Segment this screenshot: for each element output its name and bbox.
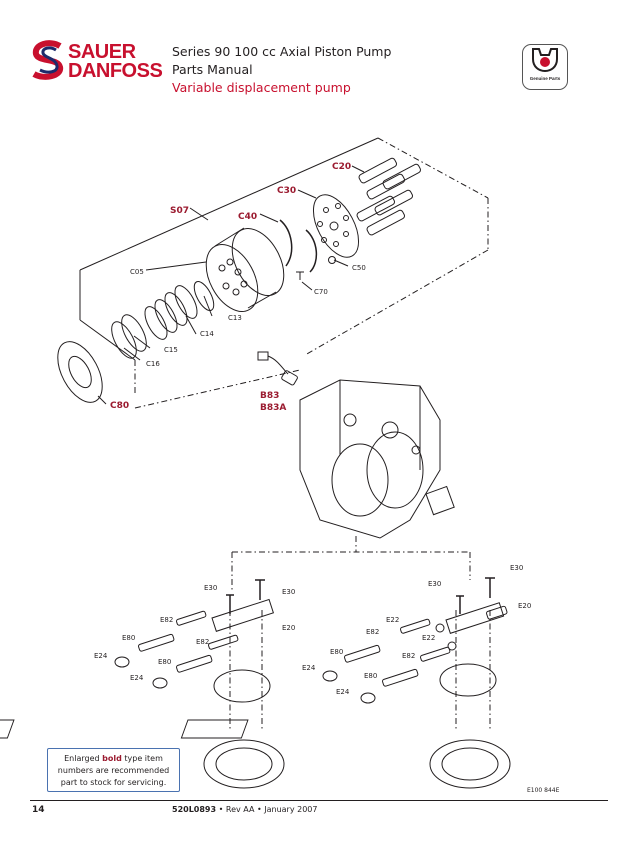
label-left-e30-b: E30	[282, 588, 295, 596]
label-right-e80-b: E80	[364, 672, 377, 680]
label-right-e20: E20	[518, 602, 531, 610]
label-right-e30-a: E30	[510, 564, 523, 572]
brand-line2: DANFOSS	[68, 60, 163, 82]
note-line1-pre: Enlarged	[64, 754, 100, 763]
document-subtitle: Parts Manual	[172, 62, 253, 77]
label-left-e82-b: E82	[196, 638, 209, 646]
label-right-e22-a: E22	[386, 616, 399, 624]
label-c05: C05	[130, 268, 144, 276]
badge-label: Genuine Parts	[529, 76, 561, 81]
footer-divider	[30, 800, 608, 801]
note-line1-post: type item	[124, 754, 163, 763]
label-left-e82-a: E82	[160, 616, 173, 624]
label-left-e80-b: E80	[158, 658, 171, 666]
label-c80: C80	[110, 401, 129, 411]
genuine-parts-badge: Genuine Parts	[522, 44, 568, 90]
stocking-note: Enlarged bold type item numbers are reco…	[47, 748, 180, 792]
label-right-e24-b: E24	[336, 688, 350, 696]
label-c14: C14	[200, 330, 214, 338]
footer-text: 520L0893 • Rev AA • January 2007	[172, 805, 317, 814]
label-left-e30-a: E30	[204, 584, 217, 592]
label-right-e82-b: E82	[402, 652, 415, 660]
label-c15: C15	[164, 346, 178, 354]
label-right-e80-a: E80	[330, 648, 343, 656]
label-right-e30-b: E30	[428, 580, 441, 588]
label-c30: C30	[277, 186, 296, 196]
label-left-e24-a: E24	[94, 652, 108, 660]
label-left-e20: E20	[282, 624, 295, 632]
section-title: Variable displacement pump	[172, 80, 351, 95]
label-s07: S07	[170, 206, 189, 216]
document-title: Series 90 100 cc Axial Piston Pump	[172, 44, 392, 59]
label-left-e24-b: E24	[130, 674, 144, 682]
genuine-parts-icon	[532, 48, 558, 73]
brand-line1: SAUER	[68, 41, 136, 63]
note-line3: part to stock for servicing.	[60, 778, 167, 787]
label-b83: B83	[260, 391, 279, 401]
footer-revision: • Rev AA • January 2007	[216, 805, 318, 814]
label-c50: C50	[352, 264, 366, 272]
label-c20: C20	[332, 162, 351, 172]
label-right-e22-b: E22	[422, 634, 435, 642]
note-line1-bold: bold	[102, 754, 122, 763]
page-number: 14	[32, 805, 45, 815]
footer-doc-number: 520L0893	[172, 805, 217, 814]
label-b83a: B83A	[260, 403, 286, 413]
logo-mark-icon	[32, 40, 64, 80]
label-c40: C40	[238, 212, 257, 222]
label-c16: C16	[146, 360, 160, 368]
label-left-e80-a: E80	[122, 634, 135, 642]
sauer-danfoss-logo: SAUER DANFOSS	[30, 40, 190, 84]
label-c13: C13	[228, 314, 242, 322]
note-line2: numbers are recommended	[57, 766, 170, 775]
label-right-e24-a: E24	[302, 664, 316, 672]
drawing-id: E100 844E	[527, 787, 560, 794]
label-c70: C70	[314, 288, 328, 296]
label-right-e82-a: E82	[366, 628, 379, 636]
